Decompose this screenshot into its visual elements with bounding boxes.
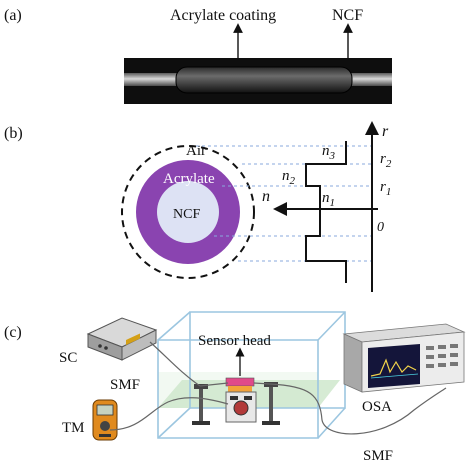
heating-stage (225, 377, 257, 423)
air-boundary-circle (121, 145, 255, 279)
index-profile-curve (305, 141, 347, 283)
n1-label: n1 (322, 190, 335, 209)
sensor-head-label: Sensor head (198, 333, 271, 349)
panel-c: (c) SC TM SMF (4, 311, 466, 464)
panel-b-tag: (b) (4, 125, 23, 142)
r-axis-label: r (382, 123, 389, 140)
tm-label: TM (62, 420, 85, 436)
smf-left-label: SMF (110, 377, 140, 393)
panel-c-tag: (c) (4, 324, 22, 341)
panel-b: (b) Air Acrylate NCF r n 0 n3 n2 n1 r2 r… (4, 121, 392, 292)
air-label: Air (186, 143, 206, 159)
origin-label: 0 (377, 220, 384, 235)
acrylate-label: Acrylate (163, 171, 215, 187)
panel-a-tag: (a) (4, 7, 22, 24)
core-label: NCF (173, 207, 200, 222)
r1-label: r1 (380, 179, 391, 198)
n-axis-label: n (262, 188, 270, 205)
tm-thermometer-device (92, 399, 118, 441)
n2-label: n2 (282, 168, 296, 187)
osa-device (342, 323, 466, 393)
panel-a: (a) Acrylate coating NCF (4, 7, 392, 104)
ncf-fiber-label: NCF (332, 7, 363, 24)
r2-label: r2 (380, 151, 392, 170)
sc-source-device (86, 317, 158, 361)
ncf-core (157, 181, 219, 243)
sc-label: SC (59, 350, 77, 366)
smf-bottom-label: SMF (363, 448, 393, 464)
coating-label: Acrylate coating (170, 7, 276, 24)
osa-label: OSA (362, 399, 392, 415)
n3-label: n3 (322, 143, 336, 162)
acrylate-coated-section (175, 66, 353, 94)
fiber-cables (109, 341, 447, 435)
